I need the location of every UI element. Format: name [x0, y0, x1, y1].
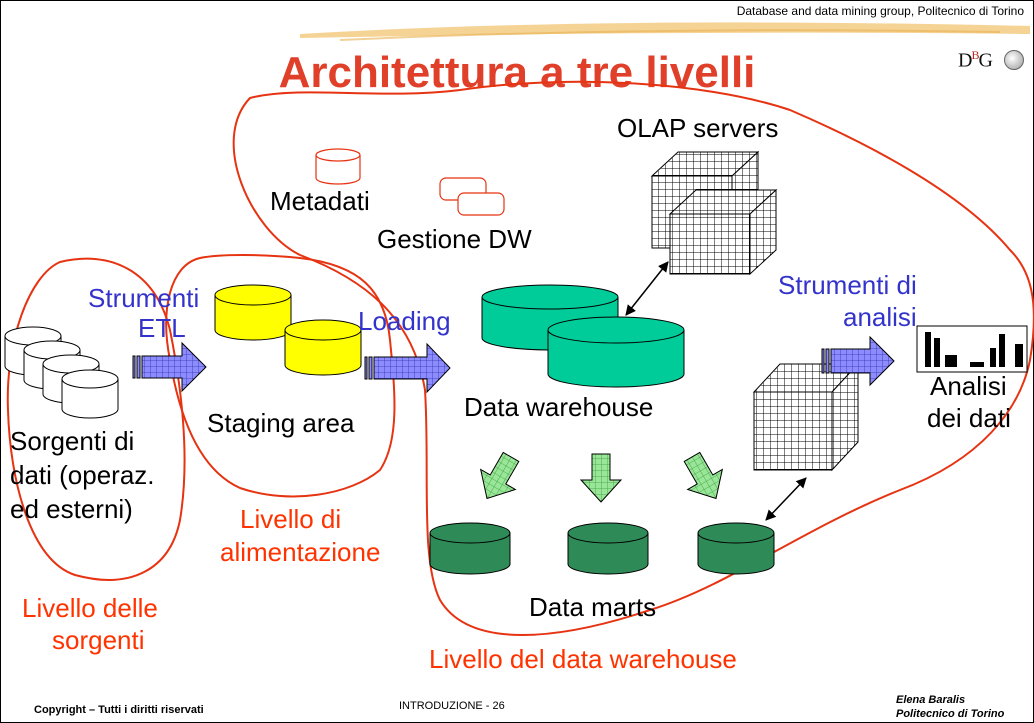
loading-label: Loading	[358, 306, 451, 336]
staging-area-label: Staging area	[207, 408, 355, 438]
loading-arrow-icon	[364, 342, 451, 394]
analysis-tools-label-line1: Strumenti di	[778, 270, 917, 300]
sources-label-line3: ed esterni)	[10, 494, 133, 524]
data-marts-label: Data marts	[529, 592, 657, 622]
etl-tools-label-line1: Strumenti	[88, 283, 200, 313]
data-analysis-label-line1: Analisi	[930, 371, 1007, 401]
feeding-level-label-line2: alimentazione	[220, 537, 381, 567]
olap-servers-label: OLAP servers	[617, 113, 779, 143]
warehouse-level-outline	[232, 80, 1034, 636]
dbg-logo: DBG	[958, 44, 1024, 76]
data-warehouse-label: Data warehouse	[464, 392, 654, 422]
staging-database-icons	[214, 284, 362, 376]
data-analysis-label-line2: dei dati	[927, 403, 1011, 433]
olap-cube-bottom	[752, 362, 860, 472]
source-level-label-line2: sorgenti	[52, 625, 145, 655]
etl-arrow-icon	[132, 341, 207, 393]
source-level-outline	[6, 257, 186, 581]
footer-copyright: Copyright – Tutti i diritti riservati	[34, 704, 204, 716]
mart-olap-connector	[765, 477, 807, 521]
footer-author-line2: Politecnico di Torino	[896, 708, 1005, 720]
footer-author-line1: Elena Baralis	[896, 694, 966, 706]
sources-label-line2: dati (operaz.	[10, 460, 155, 490]
source-level-label-line1: Livello delle	[22, 593, 158, 623]
mart-arrow-left	[479, 451, 520, 500]
olap-cube-top-front	[668, 188, 778, 276]
data-warehouse-icon	[481, 284, 685, 388]
slide-title: Architettura a tre livelli	[278, 48, 756, 97]
etl-tools-label-line2: ETL	[138, 313, 186, 343]
data-mart-icons	[429, 522, 775, 575]
dw-management-label: Gestione DW	[377, 224, 532, 254]
analysis-arrow-icon	[821, 335, 895, 387]
mart-arrow-right	[683, 451, 724, 500]
mart-arrow-center	[579, 453, 623, 503]
metadata-icon	[315, 148, 361, 185]
feeding-level-label-line1: Livello di	[240, 504, 342, 534]
analysis-tools-label-line2: analisi	[843, 302, 917, 332]
organization-header: Database and data mining group, Politecn…	[736, 4, 1024, 18]
analysis-chart-icon	[916, 325, 1028, 373]
source-database-icons	[4, 326, 119, 419]
dw-management-icon	[439, 177, 505, 216]
metadata-label: Metadati	[270, 186, 370, 216]
warehouse-level-label: Livello del data warehouse	[429, 644, 737, 674]
dw-olap-connector	[625, 261, 669, 316]
sources-label-line1: Sorgenti di	[10, 426, 135, 456]
footer-page-number: INTRODUZIONE - 26	[399, 700, 505, 712]
